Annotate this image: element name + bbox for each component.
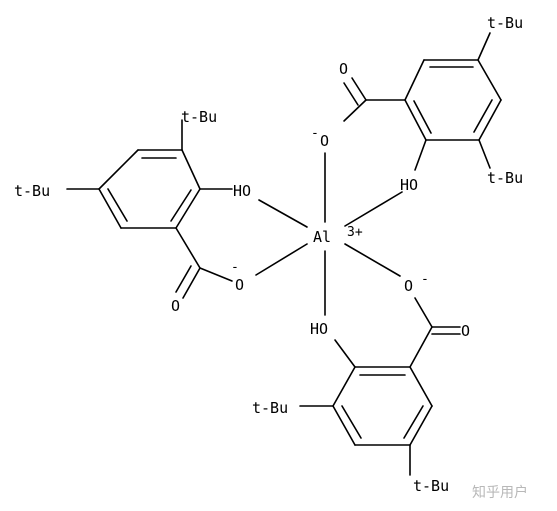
ligand-left [66, 119, 233, 299]
top-hydroxyl-label: HO [400, 176, 418, 194]
al-charge-label: 3+ [347, 225, 363, 240]
watermark-text: 知乎用户 [472, 484, 528, 501]
bottom-para-tbu-label: t-Bu [413, 477, 449, 495]
top-oxide-charge: - [311, 126, 319, 141]
bottom-carbonyl-label: O [461, 322, 470, 340]
top-para-tbu-label: t-Bu [487, 14, 523, 32]
bottom-hydroxyl-label: HO [310, 320, 328, 338]
top-ring-tbu-label: t-Bu [487, 169, 523, 187]
bottom-oxide-charge: - [421, 272, 429, 287]
top-carbonyl-label: O [339, 60, 348, 78]
left-oxide-charge: - [231, 260, 239, 275]
left-hydroxyl-label: HO [233, 182, 251, 200]
top-oxide-label: O [320, 132, 329, 150]
left-carbonyl-label: O [171, 297, 180, 315]
ligand-bottom [299, 297, 461, 476]
left-ring-tbu-label: t-Bu [181, 108, 217, 126]
ligand-top-right [343, 32, 502, 171]
bottom-oxide-label: O [404, 277, 413, 295]
bottom-ring-tbu-label: t-Bu [252, 399, 288, 417]
coordination-bonds [255, 152, 403, 316]
left-oxide-label: O [235, 276, 244, 294]
left-para-tbu-label: t-Bu [14, 182, 50, 200]
al-atom-label: Al [313, 228, 331, 246]
